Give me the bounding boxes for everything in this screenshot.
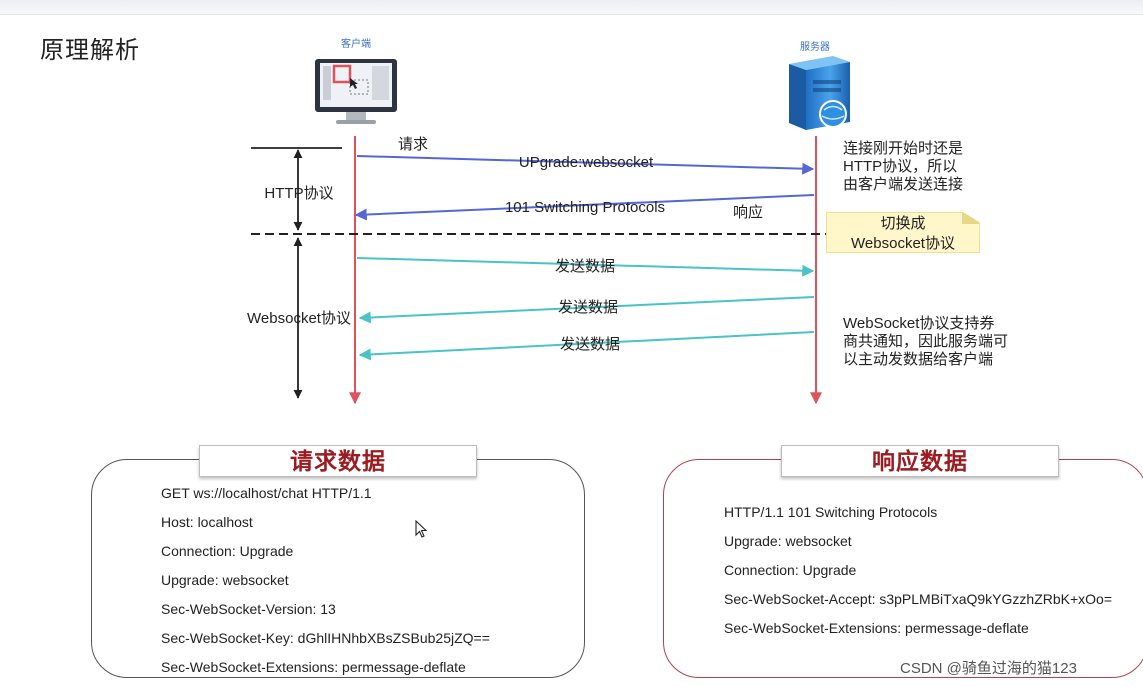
- response-label: 响应: [733, 203, 763, 221]
- websocket-phase-label: Websocket协议: [247, 310, 351, 327]
- sticky-note-fold: [962, 213, 979, 224]
- switching-response-label: 101 Switching Protocols: [505, 199, 665, 216]
- upgrade-request-label: UPgrade:websocket: [519, 154, 654, 171]
- request-data-panel: [91, 459, 585, 678]
- request-line: Upgrade: websocket: [161, 572, 289, 588]
- request-header-list: GET ws://localhost/chat HTTP/1.1 Host: l…: [161, 484, 490, 687]
- request-label: 请求: [398, 136, 428, 153]
- response-data-title: 响应数据: [781, 445, 1059, 477]
- response-line: Sec-WebSocket-Extensions: permessage-def…: [724, 620, 1029, 636]
- switching-response-arrow: [354, 194, 815, 221]
- server-push-note: WebSocket协议支持券 商共通知，因此服务端可 以主动发数据给客户端: [843, 315, 1018, 369]
- switch-protocol-sticky-note: 切换成 Websocket协议: [826, 212, 980, 253]
- response-data-panel: [663, 459, 1143, 678]
- response-line: HTTP/1.1 101 Switching Protocols: [724, 504, 938, 520]
- mouse-cursor-icon: [415, 520, 428, 538]
- push-note-line-1: WebSocket协议支持券: [843, 315, 995, 332]
- response-line: Upgrade: websocket: [724, 533, 852, 549]
- push-note-line-2: 商共通知，因此服务端可: [843, 333, 1009, 350]
- server-tower-icon: [789, 56, 850, 130]
- send-data-arrow-3: [358, 331, 815, 361]
- response-line: Sec-WebSocket-Accept: s3pPLMBiTxaQ9kYGzz…: [724, 591, 1113, 607]
- send-data-arrow-2: [358, 296, 815, 324]
- watermark: CSDN @骑鱼过海的猫123: [900, 660, 1077, 677]
- request-data-title: 请求数据: [199, 445, 477, 477]
- send-data-label-1: 发送数据: [555, 258, 615, 275]
- switch-note-line-1: 切换成: [880, 215, 926, 232]
- send-data-label-2: 发送数据: [558, 299, 618, 316]
- sequence-diagram: 客户端 服务器 HTTP协议 Websocket协议 请求 UPgrade:we…: [247, 37, 850, 405]
- request-line: Sec-WebSocket-Version: 13: [161, 601, 336, 617]
- client-monitor-icon: [315, 59, 397, 124]
- server-label: 服务器: [800, 40, 830, 53]
- page-title: 原理解析: [40, 36, 140, 64]
- request-line: Sec-WebSocket-Key: dGhlIHNhbXBsZSBub25jZ…: [161, 630, 490, 646]
- send-data-label-3: 发送数据: [560, 336, 620, 353]
- server-note-line-1: 连接刚开始时还是: [843, 140, 964, 157]
- request-line: Connection: Upgrade: [161, 543, 294, 559]
- request-line: Host: localhost: [161, 514, 253, 530]
- server-note-line-3: 由客户端发送连接: [843, 176, 964, 193]
- request-line: Sec-WebSocket-Extensions: permessage-def…: [161, 659, 466, 675]
- response-header-list: HTTP/1.1 101 Switching Protocols Upgrade…: [724, 503, 1112, 648]
- request-line: GET ws://localhost/chat HTTP/1.1: [161, 485, 372, 501]
- send-data-arrow-1: [356, 257, 815, 277]
- http-phase-label: HTTP协议: [264, 185, 333, 202]
- upgrade-request-arrow: [356, 155, 815, 175]
- push-note-line-3: 以主动发数据给客户端: [843, 351, 994, 368]
- response-line: Connection: Upgrade: [724, 562, 857, 578]
- client-label: 客户端: [341, 37, 371, 50]
- switch-note-line-2: Websocket协议: [851, 235, 955, 252]
- window-top-bar: [0, 0, 1143, 15]
- server-note-line-2: HTTP协议，所以: [843, 158, 958, 175]
- server-note: 连接刚开始时还是 HTTP协议，所以 由客户端发送连接: [843, 140, 983, 194]
